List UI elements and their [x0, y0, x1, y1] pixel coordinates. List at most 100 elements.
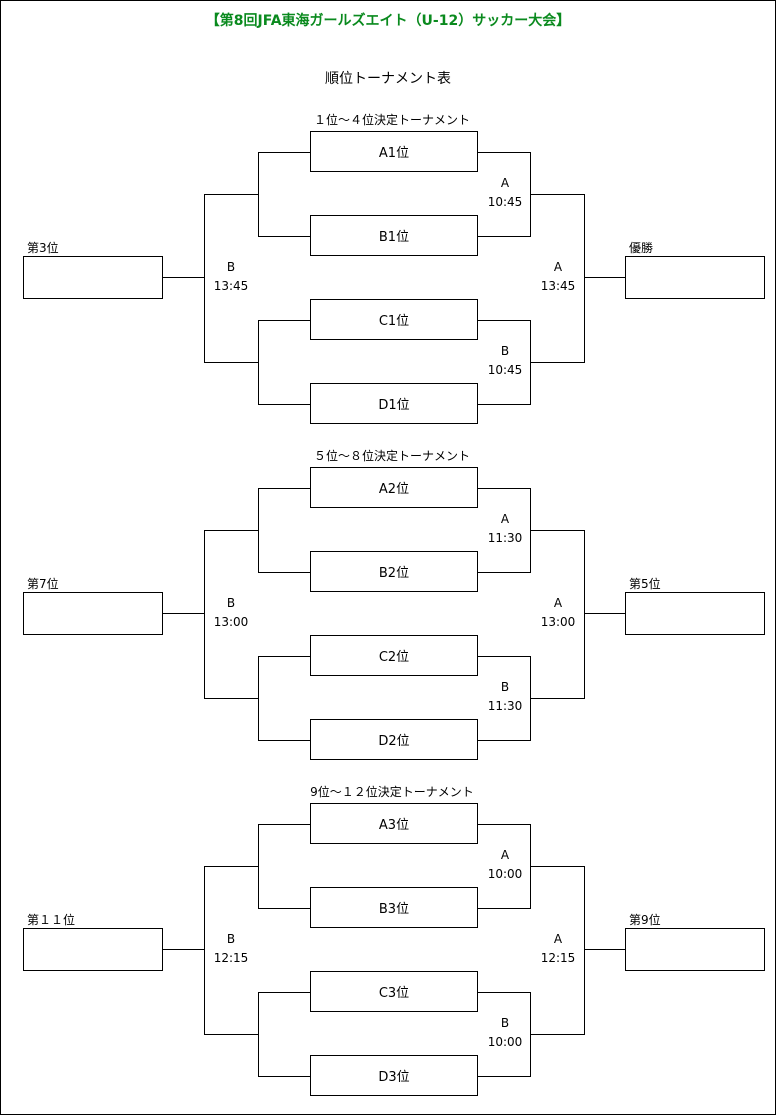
bracket-line: [530, 1034, 585, 1035]
page-subtitle: 順位トーナメント表: [325, 71, 451, 87]
team-box[interactable]: C2位: [310, 635, 478, 676]
match-time: 12:15: [540, 951, 576, 965]
bracket-line: [530, 194, 585, 195]
team-box[interactable]: C3位: [310, 971, 478, 1012]
bracket-line: [258, 236, 310, 237]
match-time: 10:00: [487, 867, 523, 881]
match-court: A: [553, 260, 563, 274]
team-box[interactable]: D1位: [310, 383, 478, 424]
match-top-label: A 11:30: [480, 510, 530, 548]
match-time: 12:15: [213, 951, 249, 965]
bracket-line: [204, 194, 205, 363]
team-box[interactable]: A3位: [310, 803, 478, 844]
match-right-label: A 12:15: [533, 930, 583, 968]
bracket-line: [204, 362, 259, 363]
bracket-line: [478, 404, 531, 405]
bracket-line: [258, 656, 310, 657]
match-time: 10:00: [487, 1035, 523, 1049]
bracket-line: [478, 1076, 531, 1077]
result-label-right: 第5位: [629, 577, 661, 591]
match-bottom-label: B 11:30: [480, 678, 530, 716]
match-court: B: [500, 1016, 510, 1030]
bracket-line: [478, 320, 531, 321]
bracket-line: [258, 404, 310, 405]
team-box[interactable]: D2位: [310, 719, 478, 760]
bracket-line: [163, 613, 205, 614]
bracket-line: [163, 949, 205, 950]
team-box[interactable]: B2位: [310, 551, 478, 592]
match-right-label: A 13:00: [533, 594, 583, 632]
result-label-left: 第7位: [27, 577, 59, 591]
bracket-line: [478, 992, 531, 993]
match-time: 10:45: [487, 363, 523, 377]
result-label-left: 第3位: [27, 241, 59, 255]
match-court: A: [500, 848, 510, 862]
team-box[interactable]: A2位: [310, 467, 478, 508]
match-time: 13:00: [540, 615, 576, 629]
bracket-line: [584, 277, 625, 278]
team-box[interactable]: A1位: [310, 131, 478, 172]
team-box[interactable]: C1位: [310, 299, 478, 340]
bracket-line: [204, 698, 259, 699]
bracket-line: [478, 656, 531, 657]
match-court: A: [553, 596, 563, 610]
match-court: A: [553, 932, 563, 946]
bracket-line: [204, 1034, 259, 1035]
team-box[interactable]: B3位: [310, 887, 478, 928]
bracket-line: [584, 866, 585, 1035]
result-box-left[interactable]: [23, 928, 163, 971]
result-box-right[interactable]: [625, 928, 765, 971]
match-court: B: [226, 596, 236, 610]
result-label-right: 第9位: [629, 913, 661, 927]
match-time: 11:30: [487, 699, 523, 713]
bracket-line: [530, 530, 585, 531]
match-court: A: [500, 512, 510, 526]
bracket-line: [584, 949, 625, 950]
match-time: 13:45: [213, 279, 249, 293]
bracket-line: [258, 824, 310, 825]
result-box-right[interactable]: [625, 592, 765, 635]
match-time: 11:30: [487, 531, 523, 545]
bracket-line: [478, 236, 531, 237]
bracket-line: [204, 530, 205, 699]
bracket-line: [258, 992, 310, 993]
match-court: B: [500, 680, 510, 694]
match-court: B: [226, 260, 236, 274]
bracket-line: [258, 320, 310, 321]
result-label-right: 優勝: [629, 241, 654, 255]
match-court: A: [500, 176, 510, 190]
match-left-label: B 13:45: [206, 258, 256, 296]
result-box-left[interactable]: [23, 592, 163, 635]
match-bottom-label: B 10:45: [480, 342, 530, 380]
match-time: 13:45: [540, 279, 576, 293]
bracket-line: [584, 194, 585, 363]
team-box[interactable]: D3位: [310, 1055, 478, 1096]
bracket-line: [530, 362, 585, 363]
bracket-line: [258, 152, 310, 153]
match-time: 10:45: [487, 195, 523, 209]
bracket-line: [258, 1076, 310, 1077]
bracket-line: [478, 488, 531, 489]
result-box-left[interactable]: [23, 256, 163, 299]
bracket-line: [584, 613, 625, 614]
team-box[interactable]: B1位: [310, 215, 478, 256]
bracket-line: [478, 824, 531, 825]
bracket-line: [204, 194, 259, 195]
bracket-line: [258, 572, 310, 573]
bracket-line: [163, 277, 205, 278]
result-label-left: 第１１位: [27, 913, 76, 927]
bracket-line: [204, 866, 259, 867]
bracket-line: [478, 572, 531, 573]
bracket-line: [530, 866, 585, 867]
section-heading: １位～４位決定トーナメント: [313, 113, 470, 127]
bracket-line: [258, 908, 310, 909]
match-court: B: [500, 344, 510, 358]
match-time: 13:00: [213, 615, 249, 629]
match-top-label: A 10:45: [480, 174, 530, 212]
result-box-right[interactable]: [625, 256, 765, 299]
bracket-line: [204, 866, 205, 1035]
page-title: 【第8回JFA東海ガールズエイト（U-12）サッカー大会】: [205, 13, 571, 29]
bracket-line: [258, 740, 310, 741]
match-right-label: A 13:45: [533, 258, 583, 296]
